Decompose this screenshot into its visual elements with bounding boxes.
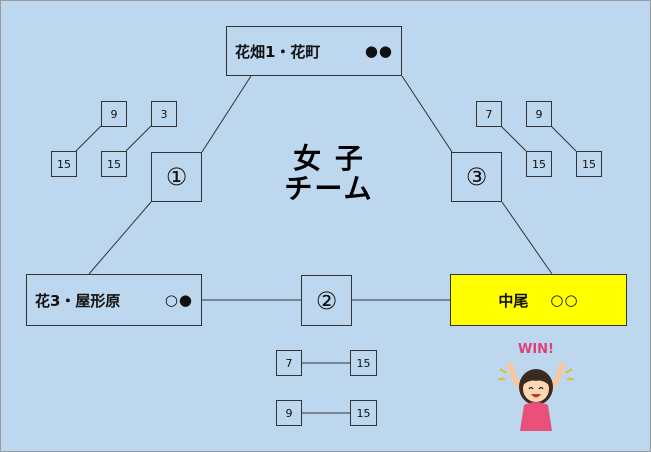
score-m3-set1-opp: 7 bbox=[476, 101, 502, 127]
line-score-m1-b bbox=[125, 125, 152, 152]
line-top-to-m3 bbox=[401, 75, 453, 153]
team-right-box-winner: 中尾 ○○ bbox=[450, 274, 627, 326]
win-text: WIN! bbox=[518, 342, 554, 357]
team-right-record: ○○ bbox=[550, 291, 579, 309]
match-2-box: ② bbox=[301, 275, 352, 326]
score-m3-set1-self: 15 bbox=[526, 151, 552, 177]
team-left-name: 花3・屋形原 bbox=[35, 291, 121, 310]
line-score-m1-a bbox=[75, 125, 102, 152]
score-m2-set1-self: 15 bbox=[350, 350, 377, 376]
score-m2-set1-opp: 7 bbox=[276, 350, 302, 376]
score-m2-set2-opp: 9 bbox=[276, 400, 302, 426]
team-top-record: ●● bbox=[364, 42, 393, 60]
match-3-box: ③ bbox=[451, 152, 502, 202]
score-m1-set1-self: 15 bbox=[51, 151, 77, 177]
line-score-m3-a bbox=[500, 125, 527, 152]
line-m3-to-right bbox=[501, 201, 553, 275]
score-m3-set2-self: 15 bbox=[576, 151, 602, 177]
team-left-box: 花3・屋形原 ○● bbox=[26, 274, 202, 326]
score-m2-set2-self: 15 bbox=[350, 400, 377, 426]
score-m1-set2-opp: 3 bbox=[151, 101, 177, 127]
team-top-box: 花畑1・花町 ●● bbox=[226, 26, 402, 76]
line-top-to-m1 bbox=[201, 75, 252, 153]
score-m1-set1-opp: 9 bbox=[101, 101, 127, 127]
team-right-name: 中尾 bbox=[498, 291, 529, 310]
win-celebration-illustration: WIN! bbox=[498, 342, 574, 431]
score-m1-set2-self: 15 bbox=[101, 151, 127, 177]
sparkle-icon bbox=[498, 368, 574, 380]
line-score-m3-b bbox=[550, 125, 577, 152]
line-m1-to-left bbox=[88, 201, 152, 275]
title-line-2: チーム bbox=[284, 172, 374, 205]
score-m3-set2-opp: 9 bbox=[526, 101, 552, 127]
team-left-record: ○● bbox=[164, 291, 193, 309]
title-line-1: 女 子 bbox=[293, 142, 365, 175]
match-1-box: ① bbox=[151, 152, 202, 202]
diagram-title: 女 子 チーム bbox=[279, 144, 379, 204]
team-top-name: 花畑1・花町 bbox=[235, 42, 321, 61]
